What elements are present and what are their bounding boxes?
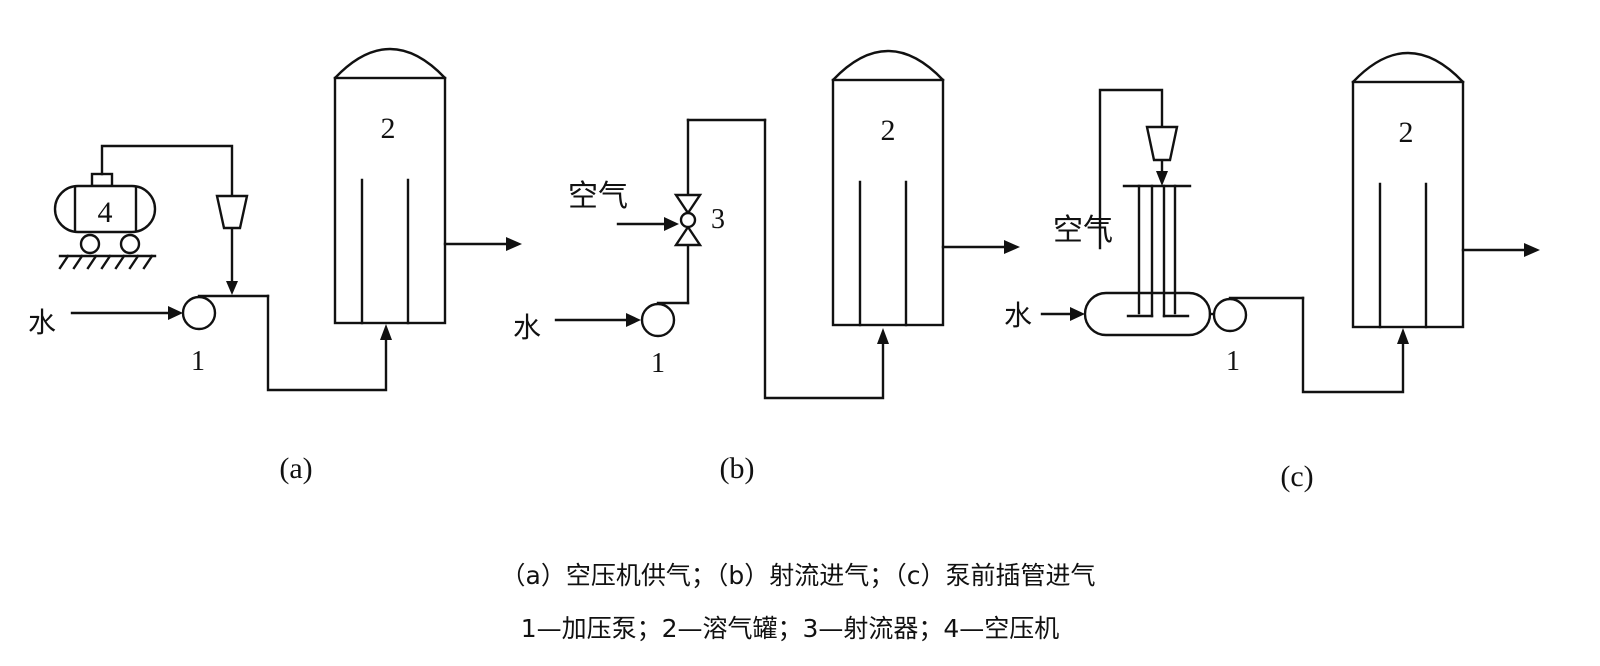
booster-pump-a: 1 [181,294,270,377]
water-arrow-b [626,313,641,327]
figure-caption-line2: 1—加压泵；2—溶气罐；3—射流器；4—空压机 [521,614,1060,643]
outlet-arrow-b [1004,240,1020,254]
dissolved-air-tank-a: 2 [333,47,447,325]
tank-label-a: 2 [381,112,396,145]
figure-caption-line1: （a）空压机供气；（b）射流进气；（c）泵前插管进气 [501,561,1096,590]
water-arrow-c [1070,307,1085,321]
outlet-arrow-c [1524,243,1540,257]
panel-b: 2 水 1 3 空气 (b) [513,49,1020,485]
pre-pump-insertion-pipe [1083,184,1212,337]
air-compressor: 4 [53,172,157,270]
water-label-c: 水 [1004,299,1032,332]
caption-c: (c) [1280,460,1313,493]
compressor-label: 4 [98,196,113,229]
air-label-c: 空气 [1053,213,1113,248]
pump-label-c: 1 [1226,346,1240,377]
ejector: 3 [673,193,725,247]
inlet-arrow-a [380,324,392,340]
air-label-b: 空气 [568,179,628,214]
dissolved-air-tank-b: 2 [831,49,945,327]
water-label-b: 水 [513,311,541,344]
inlet-arrow-c [1397,328,1409,344]
pump-label-a: 1 [191,346,205,377]
panel-c: 2 空气 水 1 [1004,51,1540,493]
flowmeter-c [1145,125,1179,162]
outlet-arrow-a [506,237,522,251]
air-arrow-b [664,217,679,231]
caption-b: (b) [720,452,755,485]
flowmeter-a [215,194,249,230]
air-arrow-c [1156,171,1168,186]
caption-a: (a) [279,452,312,485]
inlet-arrow-b [877,328,889,344]
panel-a: 2 4 水 [28,47,522,485]
water-label-a: 水 [28,306,56,339]
tank-label-c: 2 [1399,116,1414,149]
tank-label-b: 2 [881,114,896,147]
air-arrow-a [226,281,238,295]
booster-pump-c: 1 [1208,296,1305,377]
ejector-label: 3 [711,204,725,235]
pump-label-b: 1 [651,348,665,379]
booster-pump-b: 1 [640,301,690,379]
dissolved-air-tank-c: 2 [1351,51,1465,329]
water-arrow-a [168,306,183,320]
